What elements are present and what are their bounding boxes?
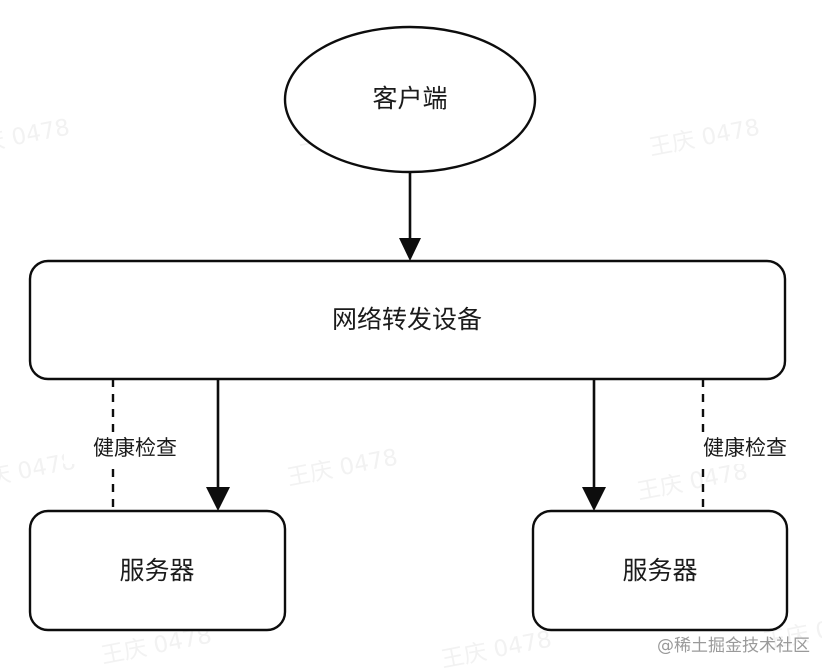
edge-forwarder-to-server-left — [206, 379, 230, 511]
node-server-left[interactable]: 服务器 — [28, 509, 287, 632]
edge-client-to-forwarder — [399, 172, 421, 261]
node-server-right-label: 服务器 — [622, 556, 697, 585]
client-ellipse-shape[interactable] — [283, 25, 537, 174]
node-network-forwarding-device[interactable]: 网络转发设备 — [28, 259, 787, 381]
server-left-rect-shape[interactable] — [28, 509, 287, 632]
arrow-head-icon — [206, 487, 230, 511]
health-check-label-right-group: 健康检查 — [654, 432, 787, 464]
node-forwarder-label: 网络转发设备 — [332, 305, 482, 334]
server-right-rect-shape[interactable] — [531, 509, 789, 632]
health-check-label-left: 健康检查 — [93, 436, 177, 460]
forwarder-rect-shape[interactable] — [28, 259, 787, 381]
edge-forwarder-to-server-right — [582, 379, 606, 511]
node-server-right[interactable]: 服务器 — [531, 509, 789, 632]
source-credit: @稀土掘金技术社区 — [657, 636, 810, 656]
health-check-label-right: 健康检查 — [703, 436, 787, 460]
health-check-label-left-group: 健康检查 — [64, 432, 177, 464]
label-backdrop — [64, 432, 164, 464]
node-client[interactable]: 客户端 — [283, 25, 537, 174]
node-server-left-label: 服务器 — [119, 556, 194, 585]
label-backdrop — [654, 432, 754, 464]
node-client-label: 客户端 — [372, 84, 447, 113]
arrow-head-icon — [582, 487, 606, 511]
arrow-head-icon — [399, 238, 421, 261]
